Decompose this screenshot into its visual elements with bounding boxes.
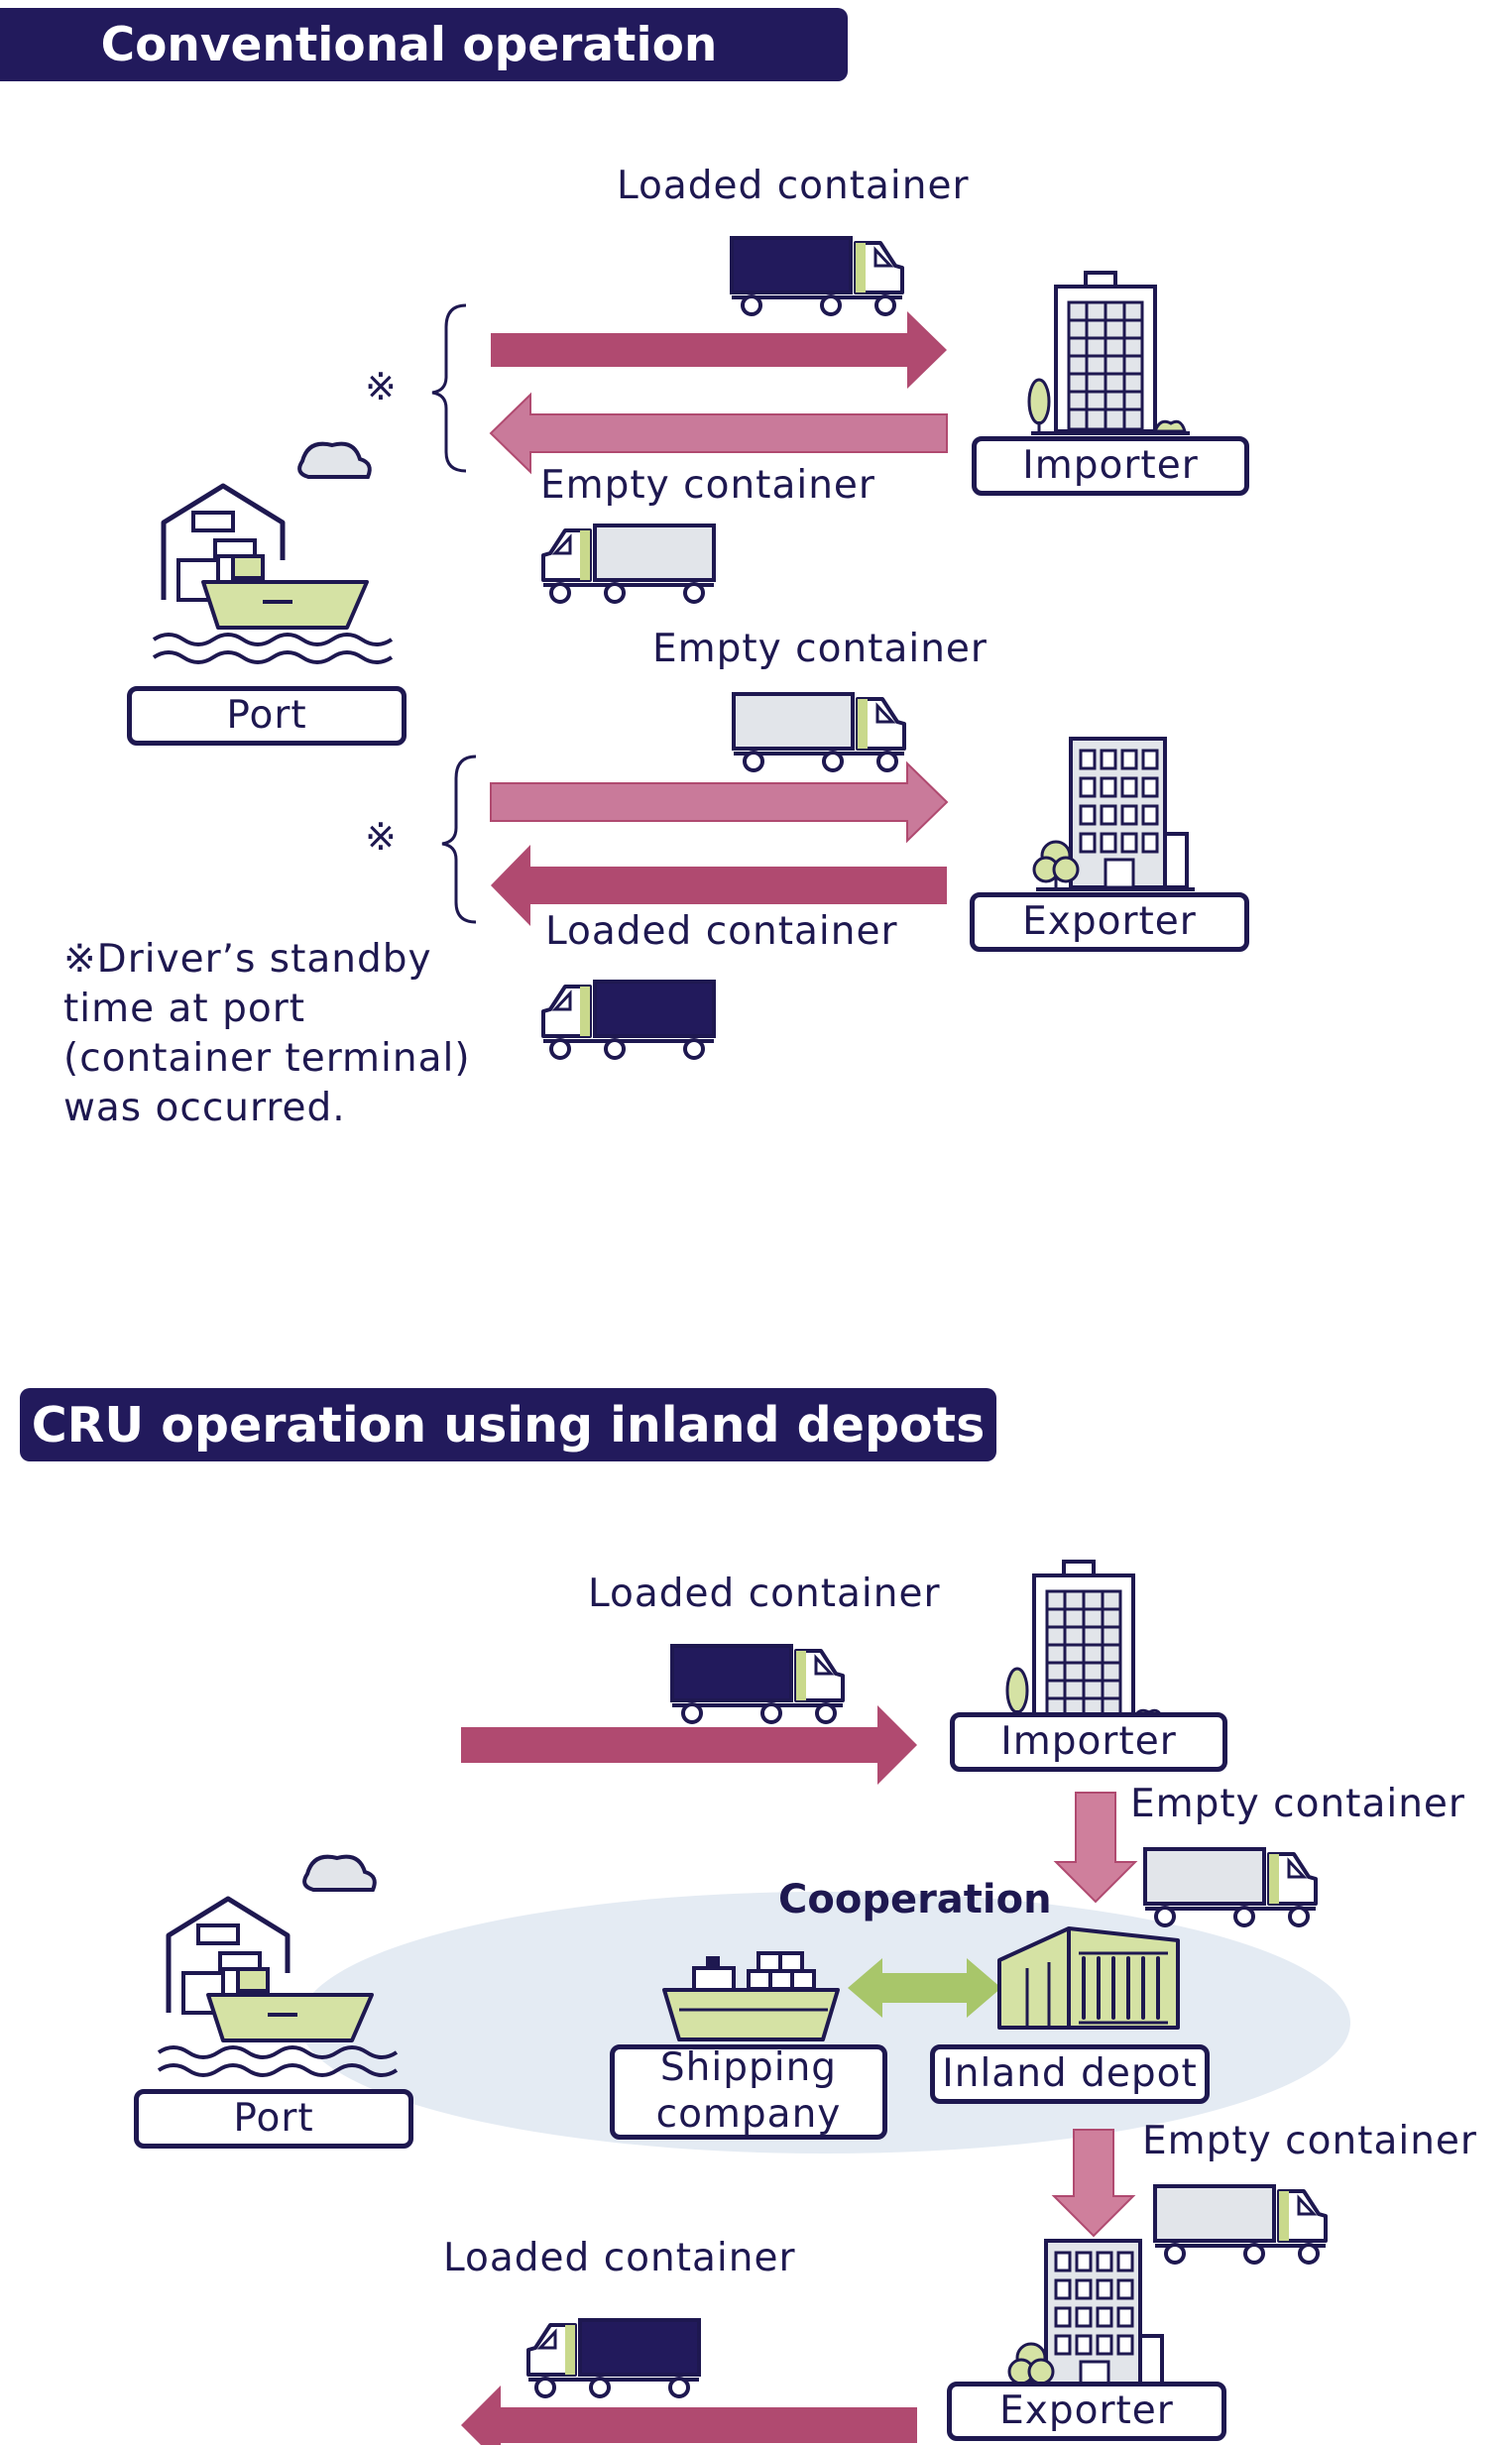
cooperation-label: Cooperation: [778, 1877, 1052, 1922]
arrow-exporter-to-port: [461, 2386, 917, 2445]
label-empty-container: Empty container: [540, 463, 875, 508]
truck-loaded-icon: [730, 236, 904, 316]
standby-mark: ※: [365, 815, 397, 859]
importer-building-icon: [1027, 271, 1192, 435]
node-exporter: Exporter: [947, 2382, 1226, 2441]
exporter-building-icon: [1007, 2239, 1172, 2393]
brace-exporter: [441, 755, 477, 924]
arrow-port-to-importer: [461, 1705, 917, 1785]
section-title-cru: CRU operation using inland depots: [20, 1388, 996, 1461]
ship-icon: [662, 1951, 840, 2041]
label-loaded-container: Loaded container: [443, 2236, 796, 2280]
note-line: (container terminal): [63, 1036, 471, 1081]
warehouse-icon: [997, 1926, 1180, 2030]
node-inland-depot: Inland depot: [930, 2044, 1210, 2104]
node-importer: Importer: [972, 436, 1249, 496]
note-line: ※Driver’s standby: [63, 937, 432, 982]
shipping-company-line: company: [655, 2092, 842, 2137]
arrow-port-to-exporter: [490, 760, 949, 844]
truck-loaded-icon: [670, 1644, 845, 1724]
label-loaded-container: Loaded container: [617, 164, 970, 208]
shipping-company-line: Shipping: [659, 2045, 838, 2091]
node-exporter: Exporter: [970, 892, 1249, 952]
arrow-importer-to-depot: [1053, 1792, 1138, 1904]
standby-mark: ※: [365, 365, 397, 408]
truck-loaded-icon: [541, 980, 716, 1060]
cooperation-double-arrow: [848, 1958, 1001, 2018]
label-empty-container: Empty container: [1130, 1782, 1465, 1826]
standby-note: ※Driver’s standby time at port (containe…: [63, 935, 471, 1133]
truck-empty-icon: [1143, 1847, 1318, 1927]
node-shipping-company: Shipping company: [610, 2044, 887, 2140]
port-icon: [154, 444, 392, 662]
importer-building-icon: [1005, 1560, 1170, 1724]
node-importer: Importer: [950, 1712, 1227, 1772]
label-loaded-container: Loaded container: [588, 1572, 941, 1616]
note-line: was occurred.: [63, 1086, 346, 1130]
arrow-depot-to-exporter: [1051, 2129, 1136, 2238]
arrow-exporter-to-port: [491, 845, 947, 926]
node-port: Port: [134, 2089, 413, 2149]
exporter-building-icon: [1032, 737, 1197, 891]
truck-empty-icon: [541, 524, 716, 604]
label-loaded-container: Loaded container: [545, 909, 898, 954]
arrow-importer-to-port: [489, 392, 948, 475]
section-title-conventional: Conventional operation: [0, 8, 848, 81]
truck-loaded-icon: [526, 2318, 701, 2398]
label-empty-container: Empty container: [1142, 2119, 1477, 2163]
truck-empty-icon: [1153, 2184, 1328, 2265]
brace-importer: [431, 303, 467, 473]
note-line: time at port: [63, 987, 306, 1031]
arrow-port-to-importer: [491, 311, 947, 389]
truck-empty-icon: [732, 692, 906, 772]
label-empty-container: Empty container: [652, 627, 988, 671]
node-port: Port: [127, 686, 407, 746]
